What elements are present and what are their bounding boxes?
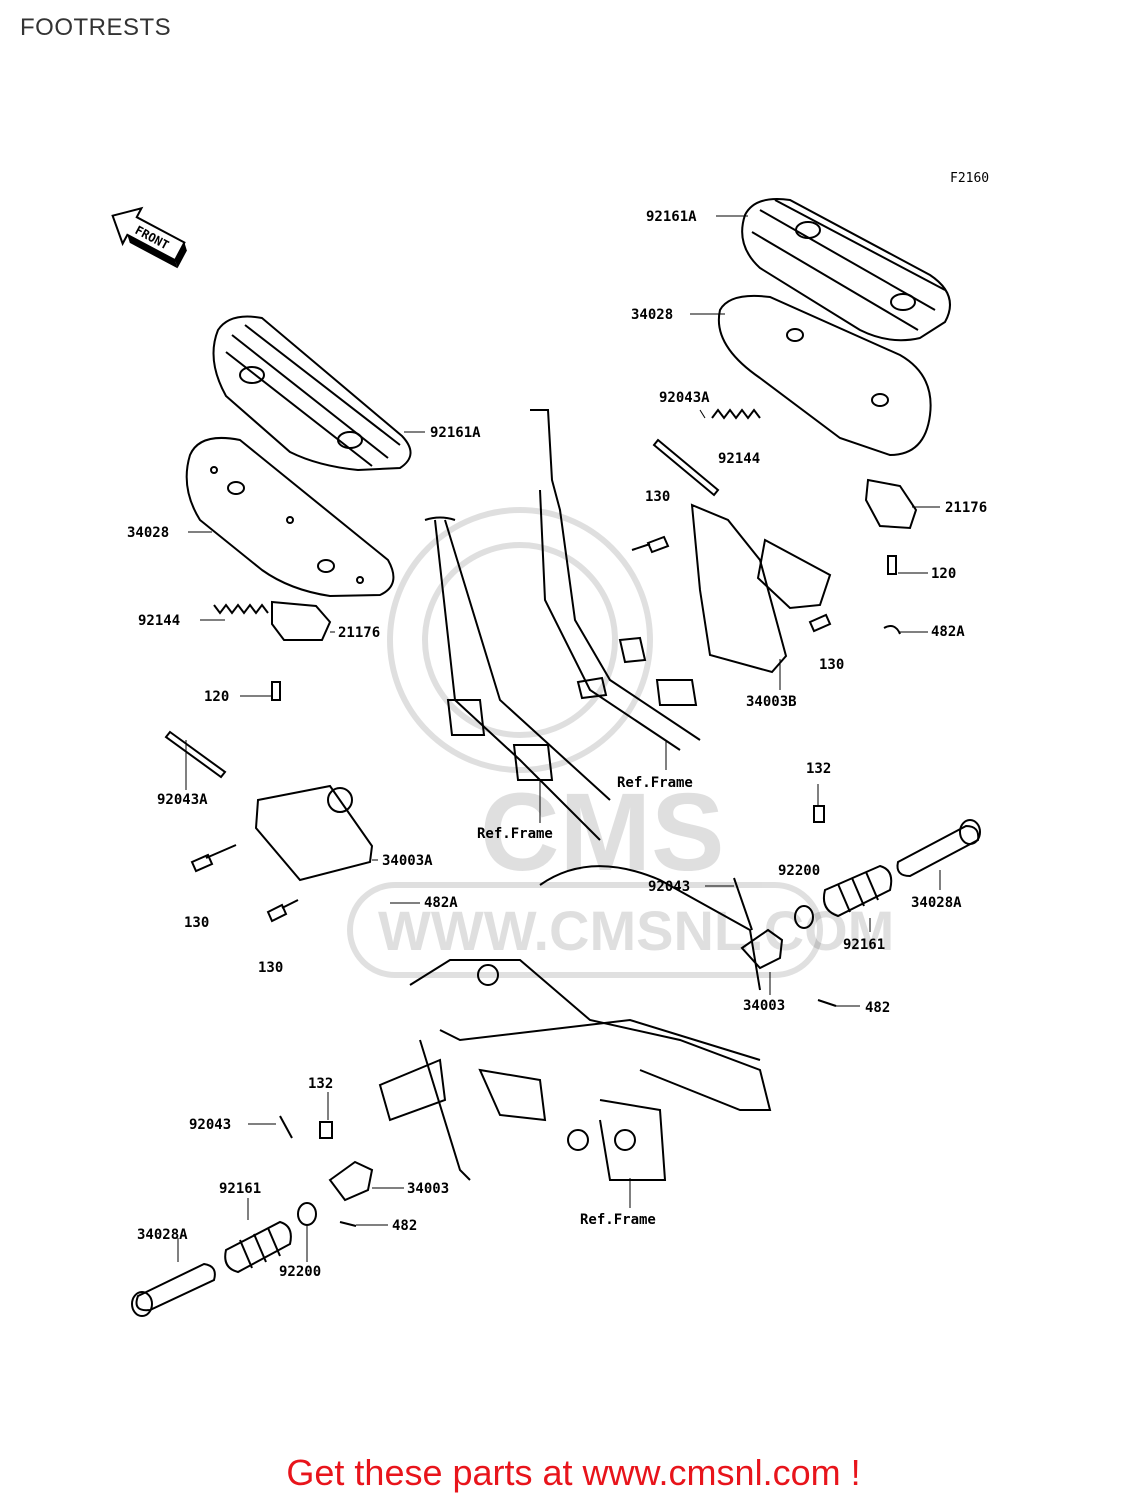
peg-rubber-92161-right	[822, 864, 893, 918]
bracket-34003B-right	[690, 503, 788, 674]
callout-130-left-a: 130	[184, 915, 209, 931]
callout-130-right-bottom: 130	[819, 657, 844, 673]
callout-ref-frame-upper-left: Ref.Frame	[477, 826, 553, 842]
watermark-url: WWW.CMSNL.COM	[378, 899, 894, 962]
callout-482A-left: 482A	[424, 895, 458, 911]
frame-downtube-right	[530, 409, 701, 751]
callout-92161A-left: 92161A	[430, 425, 481, 441]
floorboard-base-right	[717, 294, 932, 457]
bolt-130-d	[808, 613, 832, 633]
pin-92043-right	[733, 877, 753, 931]
callout-92043-right: 92043	[648, 879, 690, 895]
bracket-21176-left	[271, 600, 332, 641]
callout-34028-left: 34028	[127, 525, 169, 541]
washer-92200-right	[794, 905, 814, 929]
page-title: FOOTRESTS	[20, 14, 172, 41]
callout-34003-right: 34003	[743, 998, 785, 1014]
clip-482-left	[339, 1221, 357, 1227]
floorboard-pad-left	[212, 315, 412, 472]
bolt-120-right	[887, 555, 897, 575]
callout-34028A-left: 34028A	[137, 1227, 188, 1243]
peg-cover-34028A-left	[131, 1262, 216, 1317]
callout-92200-left: 92200	[279, 1264, 321, 1280]
callout-132-right: 132	[806, 761, 831, 777]
callout-120-right: 120	[931, 566, 956, 582]
callout-120-left: 120	[204, 689, 229, 705]
callout-labels: 92161A 34028 92043A 92144 130 21176 120 …	[127, 209, 987, 1280]
leader-lines	[177, 215, 941, 1262]
bolt-130-a	[190, 844, 237, 873]
callout-34028-right: 34028	[631, 307, 673, 323]
peg-bracket-34003-right	[740, 928, 784, 970]
bolt-132-right	[813, 805, 825, 823]
callout-21176-left: 21176	[338, 625, 380, 641]
callout-92043A-right: 92043A	[659, 390, 710, 406]
callout-34003A: 34003A	[382, 853, 433, 869]
spring-92144-right	[711, 408, 761, 420]
callout-92161-left: 92161	[219, 1181, 261, 1197]
pin-92043-left	[279, 1115, 293, 1139]
callout-92043A-left: 92043A	[157, 792, 208, 808]
callout-92161A-right: 92161A	[646, 209, 697, 225]
clip-482A-right	[883, 625, 901, 635]
watermark-logo	[347, 507, 823, 978]
front-arrow-icon: FRONT	[111, 206, 187, 269]
bracket-21176-right	[864, 478, 918, 530]
bolt-130-c	[631, 535, 670, 554]
watermark-logo-text: CMS	[480, 771, 724, 894]
exploded-parts-diagram: CMS WWW.CMSNL.COM FRONT	[111, 198, 987, 1317]
pin-92043A-right	[652, 438, 720, 497]
callout-92144-right: 92144	[718, 451, 760, 467]
bolt-132-left	[319, 1121, 333, 1139]
callout-92144-left: 92144	[138, 613, 180, 629]
callout-34003-left: 34003	[407, 1181, 449, 1197]
callout-132-left: 132	[308, 1076, 333, 1092]
callout-482-left: 482	[392, 1218, 417, 1234]
floorboard-pad-right	[741, 198, 951, 342]
callout-130-right-top: 130	[645, 489, 670, 505]
clip-482-right	[817, 999, 837, 1007]
footer-promo-link[interactable]: Get these parts at www.cmsnl.com !	[286, 1452, 861, 1493]
callout-482-right: 482	[865, 1000, 890, 1016]
callout-21176-right: 21176	[945, 500, 987, 516]
callout-92161-right: 92161	[843, 937, 885, 953]
frame-downtube-left	[424, 516, 611, 841]
callout-ref-frame-lower: Ref.Frame	[580, 1212, 656, 1228]
pin-92043A-left	[164, 730, 227, 779]
callout-34028A-right: 34028A	[911, 895, 962, 911]
callout-92043-left: 92043	[189, 1117, 231, 1133]
figure-code: F2160	[950, 171, 990, 186]
washer-92200-left	[297, 1202, 317, 1226]
callout-92200-right: 92200	[778, 863, 820, 879]
bolt-120-left	[271, 681, 281, 701]
peg-rubber-92161-left	[224, 1220, 292, 1274]
bracket-34003A-left	[254, 784, 374, 882]
spring-92144-left	[213, 603, 269, 615]
bolt-130-b	[266, 899, 299, 923]
peg-cover-34028A-right	[896, 819, 981, 878]
callout-ref-frame-upper-right: Ref.Frame	[617, 775, 693, 791]
callout-482A-right: 482A	[931, 624, 965, 640]
floorboard-base-left	[185, 436, 395, 598]
callout-130-left-b: 130	[258, 960, 283, 976]
peg-bracket-34003-left	[328, 1160, 374, 1202]
callout-34003B: 34003B	[746, 694, 797, 710]
frame-main-lower	[378, 865, 772, 1181]
